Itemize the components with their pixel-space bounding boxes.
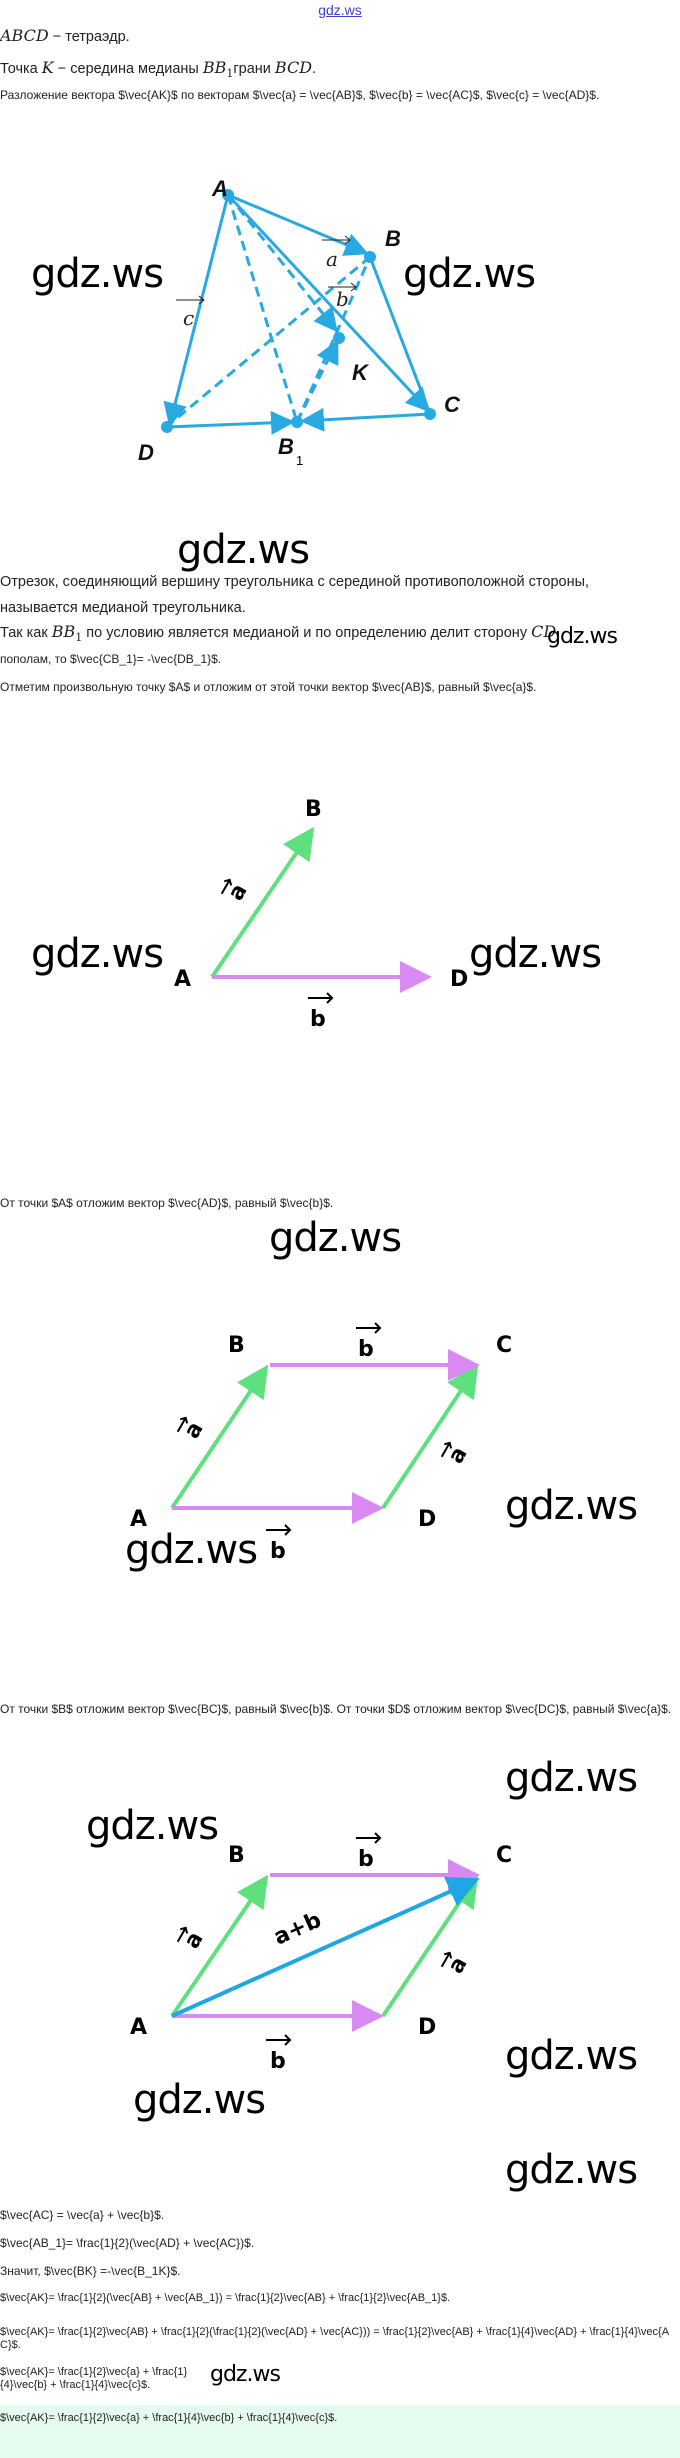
explanation-line: пополам, то $\vec{CB_1}= -\vec{DB_1}$. [0,652,222,666]
watermark: gdz.ws [31,251,164,297]
watermark: gdz.ws [403,251,536,297]
vector-label-b: b [358,1847,374,1872]
median-b1b [295,256,372,423]
watermark: gdz.ws [125,1527,258,1573]
watermark: gdz.ws [31,931,164,977]
point-label-a: A [174,967,191,992]
explanation-line: Отрезок, соединяющий вершину треугольник… [0,574,590,590]
step-text: От точки $A$ отложим вектор $\vec{AD}$, … [0,1196,334,1210]
point-label-b1: B [278,434,294,459]
explanation-line: называется медианой треугольника. [0,600,246,616]
vector-label-b: b [358,1337,374,1362]
median-ab1-hidden [226,194,299,423]
watermark: gdz.ws [505,1755,638,1801]
parallelogram-figure: A B C D a a b b [130,1322,512,1560]
site-link[interactable]: gdz.ws [318,2,362,18]
point-label-b: B [228,1843,245,1868]
point-label-a: A [130,1507,147,1532]
edge-ac [226,193,431,413]
watermark: gdz.ws [133,2077,266,2123]
formula-line: $\vec{AK}= \frac{1}{2}\vec{a} + \frac{1}… [0,2366,188,2391]
explanation-line: Так как BB1 по условию является медианой… [0,622,557,645]
point-label-d: D [418,2015,436,2040]
vector-label-a: a [326,247,338,271]
vector-ab [170,1874,269,2018]
vector-label-sum: a+b [270,1908,325,1951]
vector-sum-figure: A B C D a a a+b b b [130,1832,512,2074]
watermark: gdz.ws [505,2033,638,2079]
answer-formula: $\vec{AK}= \frac{1}{2}\vec{a} + \frac{1}… [0,2412,338,2424]
step-text: От точки $B$ отложим вектор $\vec{BC}$, … [0,1702,672,1716]
edge-bc [368,256,432,415]
vector-ab [210,826,315,979]
formula-line: $\vec{AK}= \frac{1}{2}(\vec{AB} + \vec{A… [0,2292,451,2304]
point-label-d: D [450,967,468,992]
vector-ak [226,194,338,333]
formula-line: $\vec{AK}= \frac{1}{2}\vec{AB} + \frac{1… [0,2326,670,2351]
point-label-c: C [496,1333,512,1358]
vector-label-b: b [270,1539,286,1560]
explanation-line: Отметим произвольную точку $A$ и отложим… [0,680,537,694]
vector-figure-ab-ad: A B D a b [174,797,468,1032]
watermark: gdz.ws [210,2362,281,2387]
vector-ac-sum [171,1876,480,2018]
segment-b1k [295,339,339,423]
point-label-b: B [385,226,401,251]
vector-ab [170,1364,269,1510]
watermark: gdz.ws [505,2147,638,2193]
formula-line: Значит, $\vec{BK} =-\vec{B_1K}$. [0,2264,181,2278]
point-label-b: B [228,1333,245,1358]
point-label-c: C [444,392,461,417]
watermark: gdz.ws [547,624,618,649]
edge-ab [227,193,369,256]
point-label-d: D [418,1507,436,1532]
point-label-d: D [138,440,154,465]
answer-highlight [0,2405,680,2458]
vector-label-c: c [183,306,194,330]
watermark: gdz.ws [86,1803,219,1849]
intro-line: Разложение вектора $\vec{AK}$ по вектора… [0,88,600,102]
vector-label-b: b [310,1007,326,1032]
formula-line: $\vec{AC} = \vec{a} + \vec{b}$. [0,2208,165,2222]
edge-db1 [166,410,295,435]
watermark: gdz.ws [505,1483,638,1529]
vector-dc [381,1364,479,1510]
vector-label-b: b [336,287,349,311]
edge-cb1 [300,407,431,432]
point-label-b: B [305,797,322,822]
intro-line: ABCD − тетраэдр. [0,26,130,45]
watermark: gdz.ws [177,527,310,573]
vector-label-b: b [270,2049,286,2074]
formula-line: $\vec{AB_1}= \frac{1}{2}(\vec{AD} + \vec… [0,2236,255,2250]
intro-line: Точка K − середина медианы BB1грани BCD. [0,58,317,81]
watermark: gdz.ws [469,931,602,977]
point-label-c: C [496,1843,512,1868]
point-label-a: A [211,176,228,201]
point-label-b1-subscript: 1 [296,453,303,468]
edge-bd-hidden [169,255,371,426]
watermark: gdz.ws [269,1215,402,1261]
tetrahedron-figure: A B C D B 1 K a b c [138,176,461,468]
point-label-k: K [352,360,370,385]
point-label-a: A [130,2015,147,2040]
edge-ad [163,194,230,427]
